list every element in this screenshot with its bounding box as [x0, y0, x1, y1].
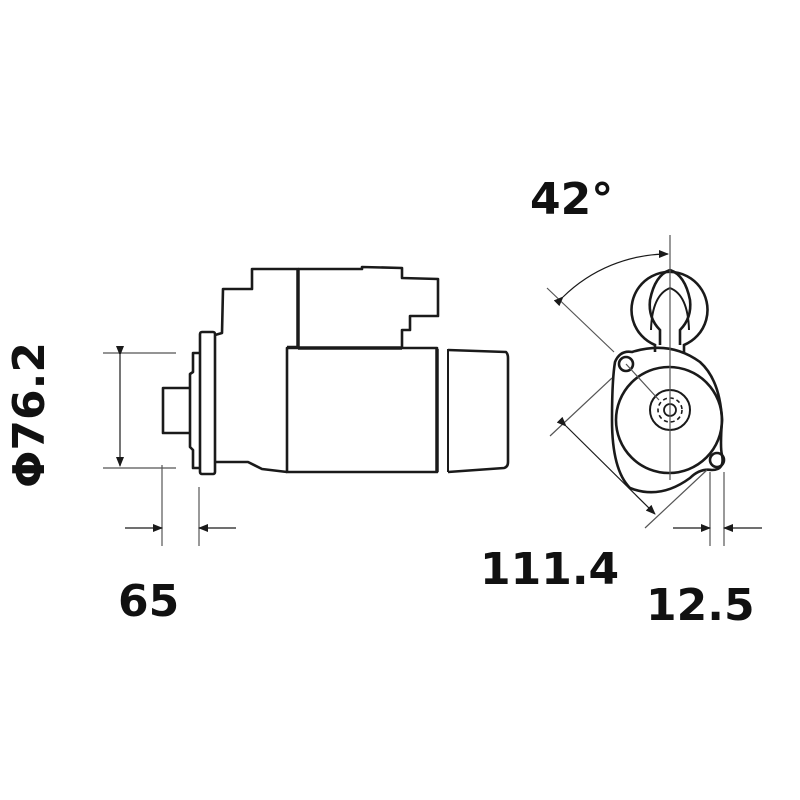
front-view [610, 268, 726, 494]
housing-circle [614, 365, 724, 475]
diameter-label: Φ76.2 [4, 342, 55, 488]
bolt-spacing-label: 111.4 [480, 544, 620, 595]
flange-offset-label: 65 [118, 576, 180, 627]
front-dimensions [546, 235, 762, 546]
side-view [161, 265, 510, 476]
mount-hole-top [617, 355, 635, 373]
end-cap [447, 348, 510, 474]
mounting-flange [198, 330, 217, 476]
solenoid [298, 265, 440, 348]
side-dimensions [103, 346, 236, 546]
hole-offset-label: 12.5 [646, 580, 755, 631]
motor-body [285, 346, 439, 474]
angle-label: 42° [530, 174, 614, 225]
pinion-shaft [161, 386, 190, 435]
mount-hole-bottom [708, 451, 726, 469]
